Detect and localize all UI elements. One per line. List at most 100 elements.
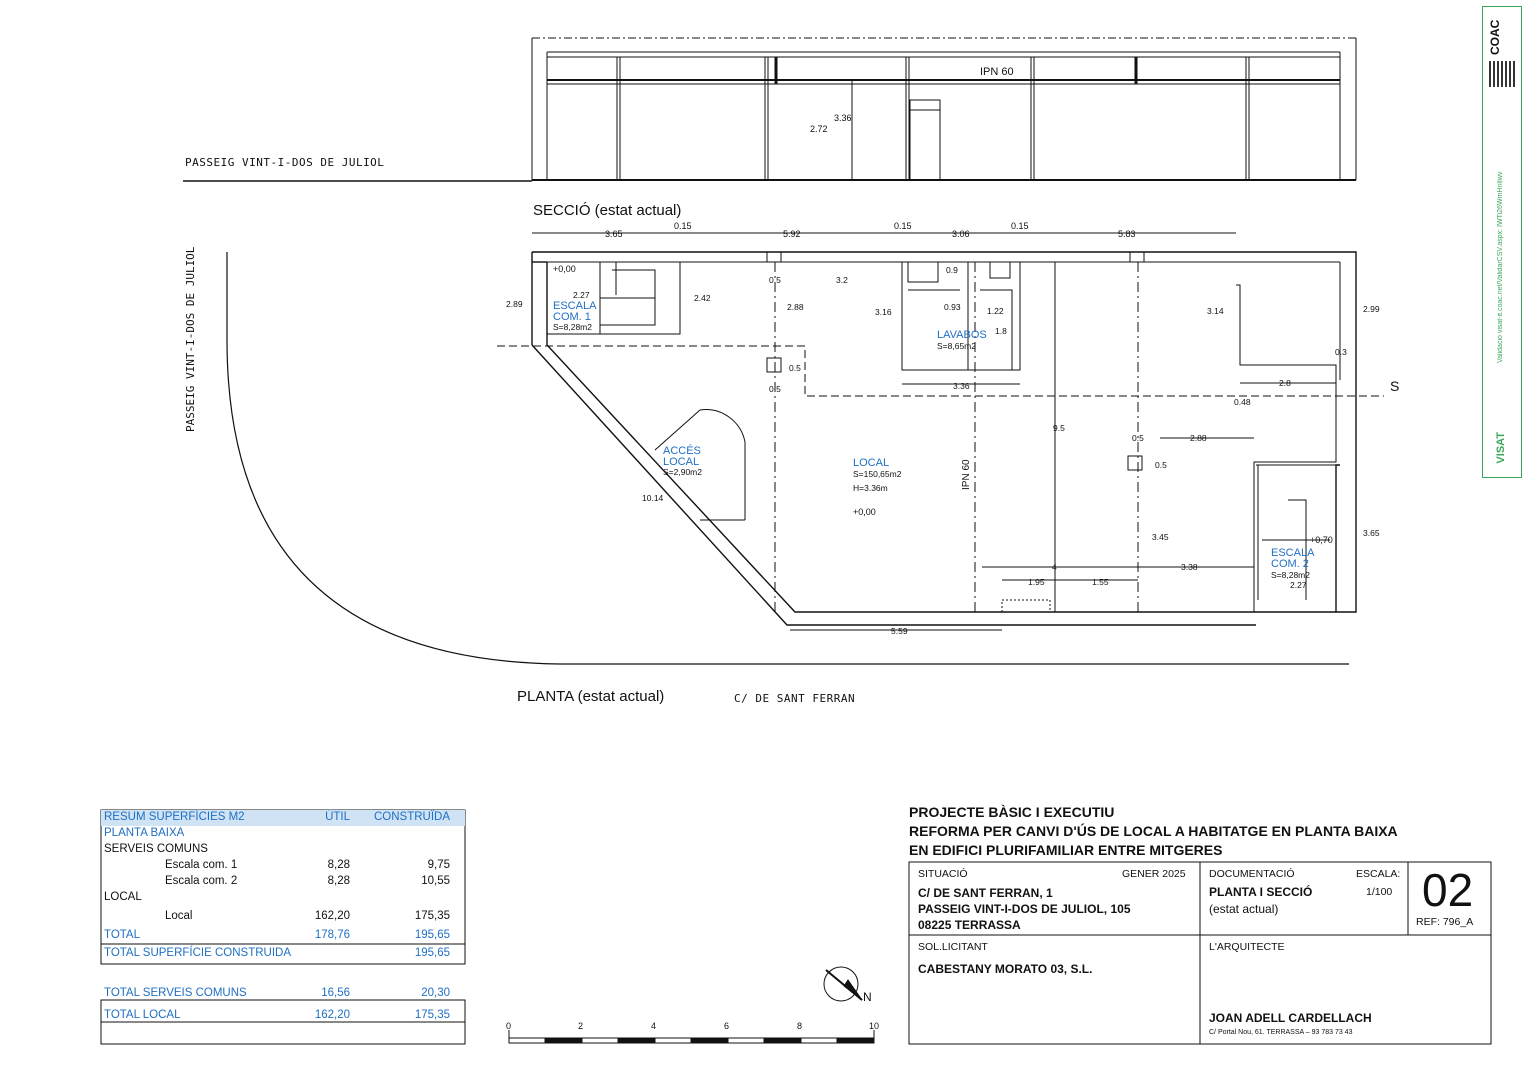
top-dim-label: 0.15 — [674, 221, 692, 231]
summary-header-util: ÚTIL — [325, 811, 350, 823]
summary-total-label: TOTAL — [104, 929, 140, 941]
dim-label: 10.14 — [642, 493, 664, 503]
local-area: S=150,65m2 — [853, 469, 902, 479]
section-view — [183, 37, 1357, 182]
summary-row-util: 8,28 — [327, 859, 350, 871]
sollicitant-label: SOL.LICITANT — [918, 941, 988, 953]
dim-label: 3.36 — [953, 381, 970, 391]
lavabos-area: S=8,65m2 — [937, 341, 976, 351]
summary-total-built-value: 195,65 — [414, 947, 450, 959]
documentacio-label: DOCUMENTACIÓ — [1209, 868, 1295, 880]
summary-header-construida: CONSTRUÏDA — [373, 811, 450, 823]
scale-value: 1/100 — [1366, 886, 1393, 898]
dim-label: 2.8 — [1279, 378, 1291, 388]
stair2-name: ESCALA — [1271, 547, 1315, 559]
summary-row-util: 162,20 — [314, 910, 350, 922]
north-label: N — [863, 990, 872, 1004]
document-name: PLANTA I SECCIÓ (estat actual) — [1209, 884, 1312, 918]
top-dim-label: 0.15 — [894, 221, 912, 231]
summary-row-construida: 175,35 — [414, 910, 450, 922]
top-dim-label: 3.06 — [952, 229, 970, 239]
scale-bar-label: 2 — [578, 1021, 583, 1031]
section-dim-label: 2.72 — [810, 124, 828, 134]
dim-label: 2.99 — [1363, 304, 1380, 314]
project-title-line: EN EDIFICI PLURIFAMILIAR ENTRE MITGERES — [909, 842, 1223, 858]
dim-label: 2.88 — [787, 302, 804, 312]
dim-label: 0.5 — [769, 275, 781, 285]
dim-label: 2.42 — [694, 293, 711, 303]
summary-total-local-construida: 175,35 — [414, 1009, 450, 1021]
visat-label: VISAT — [1495, 432, 1507, 464]
dim-label: 0.5 — [789, 363, 801, 373]
stair1-level: +0,00 — [553, 264, 576, 274]
summary-total-services-util: 16,56 — [321, 987, 350, 999]
summary-total-local-util: 162,20 — [314, 1009, 350, 1021]
address-line: PASSEIG VINT-I-DOS DE JULIOL, 105 — [918, 902, 1131, 916]
dim-label: 2.27 — [573, 290, 590, 300]
dim-label: 1.8 — [995, 326, 1007, 336]
access-area: S=2,90m2 — [663, 467, 702, 477]
dim-label: 0.5 — [769, 384, 781, 394]
access-name: ACCÉS — [663, 444, 701, 457]
stair2-level: +0,70 — [1310, 535, 1333, 545]
access-name: LOCAL — [663, 456, 699, 468]
reference-label: REF: 796_A — [1416, 916, 1474, 928]
dim-label: 3.16 — [875, 307, 892, 317]
scale-bar-label: 10 — [869, 1021, 879, 1031]
dim-label: 3.65 — [1363, 528, 1380, 538]
qr-code-icon — [1489, 61, 1515, 87]
north-arrow-icon — [823, 966, 863, 1002]
dim-label: 1.55 — [1092, 577, 1109, 587]
stair2-name: COM. 2 — [1271, 558, 1309, 570]
dim-label: 0.93 — [944, 302, 961, 312]
stair2-area: S=8,28m2 — [1271, 570, 1310, 580]
scale-bar-label: 4 — [651, 1021, 656, 1031]
summary-row-label: Escala com. 1 — [165, 859, 238, 871]
dim-label: 0.5 — [1155, 460, 1167, 470]
plan-view — [226, 232, 1384, 665]
arquitecte-label: L'ARQUITECTE — [1209, 941, 1285, 953]
scale-bar — [508, 1030, 875, 1044]
scale-bar-label: 8 — [797, 1021, 802, 1031]
street-label-north: PASSEIG VINT-I-DOS DE JULIOL — [185, 156, 385, 169]
address-block: C/ DE SANT FERRAN, 1 PASSEIG VINT-I-DOS … — [918, 885, 1131, 933]
project-title-line: PROJECTE BÀSIC I EXECUTIU — [909, 804, 1115, 820]
dim-label: 3.2 — [836, 275, 848, 285]
address-line: C/ DE SANT FERRAN, 1 — [918, 886, 1053, 900]
dim-label: 2.27 — [1290, 580, 1307, 590]
summary-row-label: Local — [165, 910, 193, 922]
section-dim-label: 3.36 — [834, 113, 852, 123]
street-label-south: C/ DE SANT FERRAN — [734, 692, 856, 705]
top-dim-label: 5.83 — [1118, 229, 1136, 239]
scale-bar-label: 0 — [506, 1021, 511, 1031]
summary-row-label: Escala com. 2 — [165, 875, 238, 887]
visat-stamp: COAC Validació visat-it.coac.net/Validar… — [1482, 6, 1522, 478]
dim-label: 1.95 — [1028, 577, 1045, 587]
project-title: PROJECTE BÀSIC I EXECUTIU REFORMA PER CA… — [909, 803, 1398, 860]
dim-label: 9.5 — [1053, 423, 1065, 433]
escala-label: ESCALA: — [1356, 868, 1401, 880]
summary-total-services-label: TOTAL SERVEIS COMUNS — [104, 987, 247, 999]
local-height: H=3.36m — [853, 483, 888, 493]
street-label-west: PASSEIG VINT-I-DOS DE JULIOL — [184, 246, 197, 432]
sheet-number: 02 — [1422, 864, 1474, 916]
dim-label: 3.38 — [1181, 562, 1198, 572]
address-line: 08225 TERRASSA — [918, 918, 1021, 932]
section-mark: S — [1390, 378, 1399, 394]
stair1-name: COM. 1 — [553, 311, 591, 323]
dim-label: 0.9 — [946, 265, 958, 275]
dim-label: 0.5 — [1132, 433, 1144, 443]
title-block-frame — [908, 861, 1492, 1045]
summary-row-construida: 9,75 — [427, 859, 450, 871]
arquitecte-name: JOAN ADELL CARDELLACH — [1209, 1011, 1372, 1025]
date-label: GENER 2025 — [1122, 868, 1186, 880]
summary-row-util: 8,28 — [327, 875, 350, 887]
local-name: LOCAL — [853, 457, 889, 469]
dim-label: 0.3 — [1335, 347, 1347, 357]
sollicitant-name: CABESTANY MORATO 03, S.L. — [918, 962, 1093, 976]
dim-label: 2.89 — [506, 299, 523, 309]
summary-total-services-construida: 20,30 — [421, 987, 450, 999]
top-dim-label: 5.92 — [783, 229, 801, 239]
summary-total-local-label: TOTAL LOCAL — [104, 1009, 181, 1021]
dim-label: 0.48 — [1234, 397, 1251, 407]
